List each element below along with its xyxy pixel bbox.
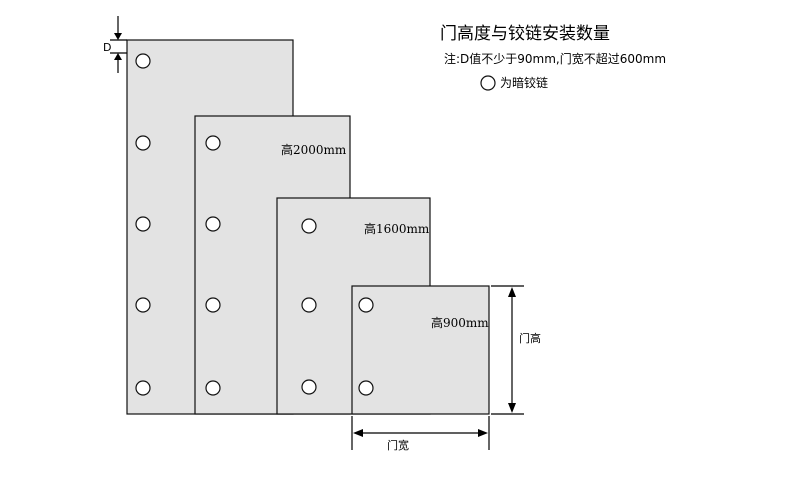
hinge-hole	[358, 380, 374, 396]
hinge-hole	[135, 53, 151, 69]
door-width-label: 门宽	[387, 438, 409, 452]
hinge-hole	[301, 218, 317, 234]
hinge-hole	[205, 380, 221, 396]
door-4-hinges	[358, 297, 374, 396]
diagram-title: 门高度与铰链安装数量	[440, 24, 610, 44]
hinge-hole	[205, 297, 221, 313]
door-4-height-label: 高900mm	[431, 315, 489, 330]
door-2-height-label: 高2000mm	[281, 142, 347, 157]
door-3-hinges	[301, 218, 317, 395]
hinge-hole	[135, 135, 151, 151]
hinge-hole	[135, 380, 151, 396]
hinge-hole	[301, 379, 317, 395]
hinge-hole	[301, 297, 317, 313]
d-dimension: D	[103, 16, 127, 73]
door-1-hinges	[135, 53, 151, 396]
hinge-hole	[358, 297, 374, 313]
door-height-dimension: 门高	[491, 285, 541, 415]
hinge-hole	[205, 135, 221, 151]
door-height-label: 门高	[519, 331, 541, 345]
circle-icon	[480, 75, 496, 91]
door-panel-4	[351, 285, 490, 415]
legend-label: 为暗铰链	[500, 75, 548, 90]
d-label: D	[103, 41, 111, 54]
door-3-height-label: 高1600mm	[364, 221, 430, 236]
install-note: 注:D值不少于90mm,门宽不超过600mm	[444, 51, 666, 66]
hinge-hole	[205, 216, 221, 232]
door-width-dimension: 门宽	[351, 416, 490, 452]
hinge-hole	[135, 297, 151, 313]
door-2-hinges	[205, 135, 221, 396]
hinge-hole	[135, 216, 151, 232]
